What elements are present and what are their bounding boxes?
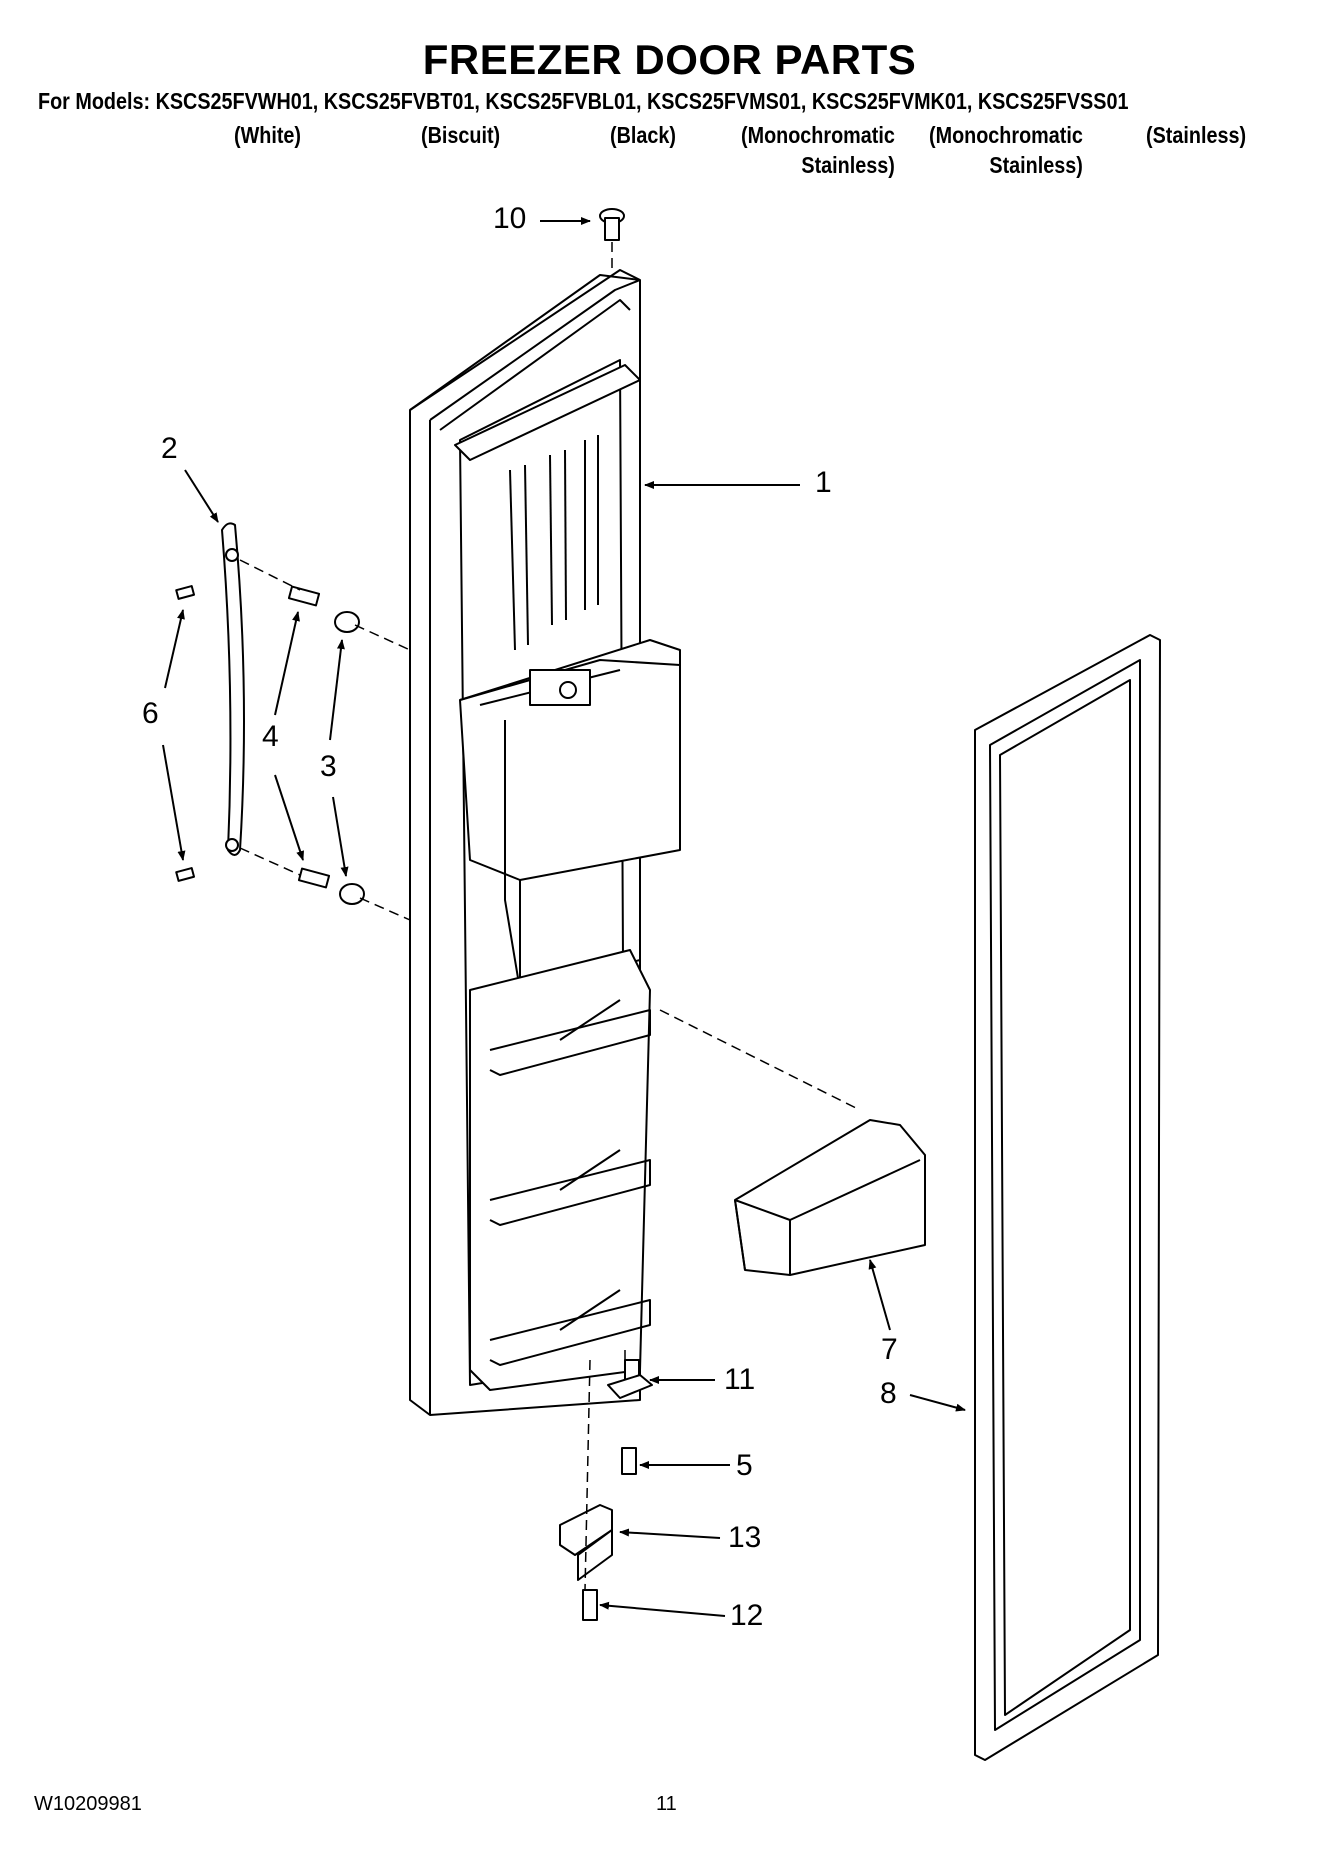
callout-leaders <box>162 217 966 1617</box>
hinge-screw <box>621 1447 637 1475</box>
document-number: W10209981 <box>34 1793 142 1815</box>
variant-line1: (Monochromatic <box>929 122 1083 148</box>
models-line: For Models: KSCS25FVWH01, KSCS25FVBT01, … <box>38 88 1129 114</box>
spacers <box>334 611 365 905</box>
hinge-bracket <box>559 1504 613 1581</box>
callout-10: 10 <box>493 202 527 235</box>
variant-white: (White) <box>234 120 301 150</box>
bracket-screw <box>582 1589 598 1621</box>
variant-biscuit: (Biscuit) <box>421 120 500 150</box>
variant-line1: (White) <box>234 122 302 148</box>
assembly-lines <box>239 242 861 1591</box>
variant-line1: (Monochromatic <box>741 122 895 148</box>
page-title: FREEZER DOOR PARTS <box>422 36 917 83</box>
door-bin <box>734 1119 926 1276</box>
variant-line2: Stainless) <box>989 152 1083 178</box>
callout-4: 4 <box>262 720 279 753</box>
variant-stainless: (Stainless) <box>1146 120 1246 150</box>
variant-line1: (Black) <box>610 122 676 148</box>
callout-12: 12 <box>730 1599 764 1632</box>
door-gasket <box>974 634 1161 1761</box>
callout-7: 7 <box>881 1333 898 1366</box>
callout-3: 3 <box>320 750 337 783</box>
variant-black: (Black) <box>610 120 676 150</box>
callout-2: 2 <box>161 432 178 465</box>
callout-11: 11 <box>724 1363 756 1396</box>
callout-8: 8 <box>880 1377 897 1410</box>
page-number: 11 <box>656 1793 677 1815</box>
variant-line2: Stainless) <box>801 152 895 178</box>
variant-monochromatic-1: (Monochromatic Stainless) <box>741 120 895 180</box>
hinge-pin <box>607 1359 653 1399</box>
callout-6: 6 <box>142 697 159 730</box>
variant-monochromatic-2: (Monochromatic Stainless) <box>929 120 1083 180</box>
variant-line1: (Stainless) <box>1146 122 1247 148</box>
top-hinge-plug <box>599 208 625 241</box>
door-handle <box>221 522 245 856</box>
freezer-door-assembly <box>409 269 681 1416</box>
variant-line1: (Biscuit) <box>421 122 501 148</box>
callout-5: 5 <box>736 1449 753 1482</box>
mounting-screws <box>287 585 331 889</box>
handle-screws <box>175 585 196 882</box>
callout-1: 1 <box>815 466 832 499</box>
callout-13: 13 <box>728 1521 762 1554</box>
